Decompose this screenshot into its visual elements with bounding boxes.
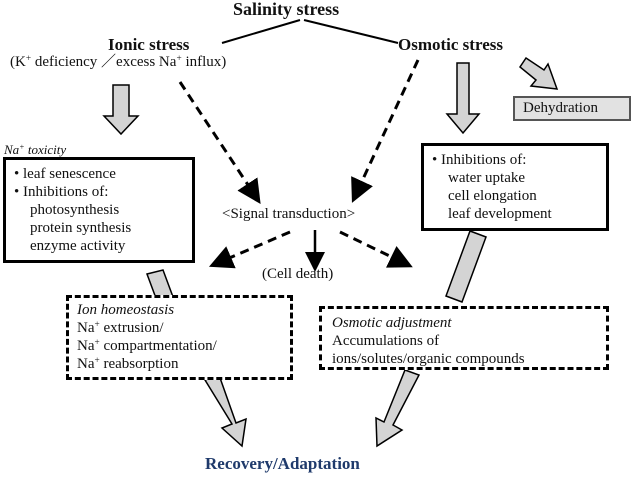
inhibitions-heading-osmotic: • Inhibitions of: xyxy=(432,152,527,168)
salinity-stress-title: Salinity stress xyxy=(233,0,340,19)
na-reabsorption-prefix: Na xyxy=(77,356,95,372)
na-extrusion-sup: + xyxy=(94,319,100,330)
na-toxicity-sup: + xyxy=(19,142,25,152)
ion-homeostasis-box: Ion homeostasis Na+ extrusion/ Na+ compa… xyxy=(66,295,293,380)
cell-elongation-item: cell elongation xyxy=(448,188,537,204)
branch-line-osmotic xyxy=(303,19,399,44)
dehydration-label: Dehydration xyxy=(523,100,598,116)
na-reabsorption-suffix: reabsorption xyxy=(99,356,179,372)
ionic-subtitle-sup-2: + xyxy=(176,53,182,64)
photosynthesis-item: photosynthesis xyxy=(30,202,120,218)
accumulations-item: Accumulations of xyxy=(332,333,440,349)
ionic-stress-subtitle: (K+ deficiency ／excess Na+ influx) xyxy=(10,54,226,71)
na-compartmentation-suffix: compartmentation/ xyxy=(99,338,217,354)
na-reabsorption-item: Na+ reabsorption xyxy=(77,355,290,373)
solutes-item: ions/solutes/organic compounds xyxy=(332,351,525,367)
na-toxicity-box: • leaf senescence • Inhibitions of: phot… xyxy=(3,157,195,263)
leaf-development-item: leaf development xyxy=(448,206,552,222)
na-toxicity-label: Na+ toxicity xyxy=(4,142,67,158)
arrow-to-dehydration xyxy=(518,56,559,90)
osmotic-adjustment-title: Osmotic adjustment xyxy=(332,315,452,331)
na-compartmentation-item: Na+ compartmentation/ xyxy=(77,337,290,355)
connector-inhibitions-to-osmotic-adjustment xyxy=(445,230,487,303)
cell-death-label: (Cell death) xyxy=(262,266,334,282)
na-compartmentation-sup: + xyxy=(94,337,100,348)
dashed-arrow-ionic-to-signal xyxy=(178,81,261,205)
na-toxicity-prefix: Na xyxy=(4,142,20,157)
dashed-arrow-signal-to-ion-homeostasis xyxy=(208,230,291,269)
na-toxicity-suffix: toxicity xyxy=(24,142,67,157)
inhibitions-heading-ionic: • Inhibitions of: xyxy=(14,184,109,200)
ionic-subtitle-suffix: influx) xyxy=(181,54,227,70)
na-extrusion-prefix: Na xyxy=(77,320,95,336)
ionic-subtitle-prefix: (K xyxy=(10,54,26,70)
ionic-subtitle-mid: deficiency ／excess Na xyxy=(31,54,177,70)
dashed-arrow-signal-to-osmotic-adjustment xyxy=(339,230,413,268)
na-compartmentation-prefix: Na xyxy=(77,338,95,354)
ionic-subtitle-sup-1: + xyxy=(25,53,32,64)
dehydration-box: Dehydration xyxy=(513,96,631,121)
recovery-adaptation-label: Recovery/Adaptation xyxy=(205,454,360,473)
osmotic-inhibitions-box: • Inhibitions of: water uptake cell elon… xyxy=(421,143,609,231)
arrow-osmotic-to-inhibitions xyxy=(445,62,481,135)
ionic-stress-heading: Ionic stress xyxy=(108,35,190,54)
signal-transduction-label: <Signal transduction> xyxy=(222,206,356,222)
ion-homeostasis-title: Ion homeostasis xyxy=(77,302,175,318)
enzyme-activity-item: enzyme activity xyxy=(30,238,126,254)
osmotic-stress-heading: Osmotic stress xyxy=(398,35,503,54)
osmotic-adjustment-box: Osmotic adjustment Accumulations of ions… xyxy=(319,306,609,370)
protein-synthesis-item: protein synthesis xyxy=(30,220,132,236)
water-uptake-item: water uptake xyxy=(448,170,526,186)
arrow-ion-homeostasis-to-recovery xyxy=(203,374,247,448)
na-extrusion-item: Na+ extrusion/ xyxy=(77,319,290,337)
leaf-senescence-item: • leaf senescence xyxy=(14,166,116,182)
branch-line-ionic xyxy=(221,19,301,44)
arrow-ionic-to-na-toxicity xyxy=(102,84,140,136)
na-reabsorption-sup: + xyxy=(94,355,100,366)
dashed-arrow-osmotic-to-signal xyxy=(351,59,420,203)
na-extrusion-suffix: extrusion/ xyxy=(99,320,164,336)
arrow-osmotic-adjustment-to-recovery xyxy=(375,369,421,448)
